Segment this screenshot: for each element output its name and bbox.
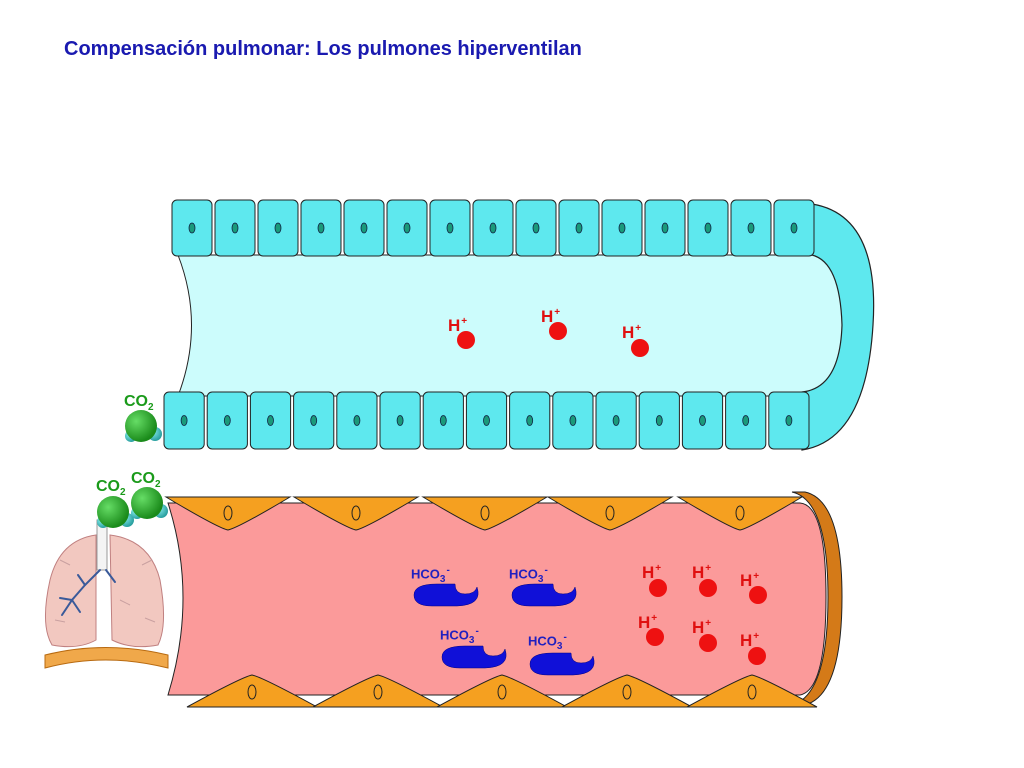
tubule-cell — [422, 391, 464, 450]
bicarbonate-icon — [441, 645, 507, 669]
bicarbonate-ions — [413, 583, 595, 676]
tubule-cell — [687, 199, 729, 257]
proton-icon — [699, 579, 717, 597]
tubule-cell — [257, 199, 299, 257]
renal-tubule — [163, 199, 875, 451]
tubule-cap — [801, 203, 875, 451]
bicarbonate-icon — [413, 583, 479, 607]
proton-label: H+ — [622, 323, 642, 342]
tubule-cell — [595, 391, 637, 450]
endothelial-cell — [676, 496, 804, 531]
tubule-cell — [171, 199, 213, 257]
tubule-cell — [725, 391, 767, 450]
proton-label: H+ — [740, 571, 760, 590]
proton-icon — [749, 586, 767, 604]
bicarbonate-label: HCO3- — [528, 632, 567, 652]
tubule-top-cells — [171, 199, 815, 257]
endothelial-cell — [546, 496, 674, 531]
tubule-cell — [773, 199, 815, 257]
proton-icon — [649, 579, 667, 597]
tubule-cell — [249, 391, 292, 450]
bicarbonate-icon — [511, 583, 577, 607]
tubule-cell — [601, 199, 643, 257]
tubule-cell — [386, 199, 428, 257]
tubule-cell — [293, 391, 335, 450]
vessel-top-endothelium — [164, 496, 804, 531]
tubule-cell — [429, 199, 471, 257]
tubule-cell — [206, 391, 248, 450]
tubule-cell — [644, 199, 686, 257]
endothelial-cell — [186, 674, 318, 708]
proton-icon — [699, 634, 717, 652]
tubule-bottom-cells — [163, 391, 810, 450]
co2-molecules — [97, 410, 168, 528]
proton-icon — [549, 322, 567, 340]
tubule-cell — [768, 391, 810, 450]
tubule-cell — [509, 391, 551, 450]
bicarbonate-label: HCO3- — [411, 565, 450, 585]
endothelial-cell — [436, 674, 568, 708]
bicarbonate-label: HCO3- — [440, 626, 479, 646]
proton-icon — [631, 339, 649, 357]
proton-icon — [457, 331, 475, 349]
proton-label: H+ — [638, 613, 658, 632]
tubule-cell — [638, 391, 680, 450]
tubule-cell — [214, 199, 256, 257]
blood-vessel — [164, 491, 843, 708]
tubule-cell — [465, 391, 508, 450]
endothelial-cell — [312, 674, 444, 708]
endothelial-cell — [164, 496, 292, 531]
co2-molecule-icon — [131, 487, 168, 519]
tubule-cell — [336, 391, 378, 450]
proton-label: H+ — [541, 307, 561, 326]
proton-label: H+ — [692, 618, 712, 637]
lungs-icon — [44, 519, 169, 669]
tubule-lumen — [177, 254, 849, 397]
endothelial-cell — [561, 674, 693, 708]
endothelial-cell — [292, 496, 420, 531]
proton-icon — [748, 647, 766, 665]
proton-label: H+ — [642, 563, 662, 582]
vessel-lumen — [167, 502, 827, 696]
co2-molecule-icon — [125, 410, 162, 442]
tubule-cell — [552, 391, 594, 450]
page-title: Compensación pulmonar: Los pulmones hipe… — [64, 38, 582, 60]
tubule-cell — [730, 199, 772, 257]
bicarbonate-icon — [529, 652, 595, 676]
tubule-cell — [681, 391, 724, 450]
proton-icon — [646, 628, 664, 646]
endothelial-cell — [686, 674, 818, 708]
vessel-bottom-endothelium — [186, 674, 818, 708]
tubule-cell — [472, 199, 514, 257]
tubule-cell — [379, 391, 421, 450]
tubule-cell — [300, 199, 342, 257]
tubule-cell — [343, 199, 385, 257]
proton-label: H+ — [692, 563, 712, 582]
endothelial-cell — [421, 496, 549, 531]
bicarbonate-label: HCO3- — [509, 565, 548, 585]
tubule-cell — [163, 391, 205, 450]
co2-label: CO2 — [96, 478, 126, 499]
proton-label: H+ — [448, 316, 468, 335]
tubule-cell — [558, 199, 600, 257]
proton-ions — [457, 322, 767, 665]
co2-label: CO2 — [131, 470, 161, 491]
proton-label: H+ — [740, 631, 760, 650]
co2-molecule-icon — [97, 496, 134, 528]
tubule-cell — [515, 199, 557, 257]
co2-label: CO2 — [124, 393, 154, 414]
